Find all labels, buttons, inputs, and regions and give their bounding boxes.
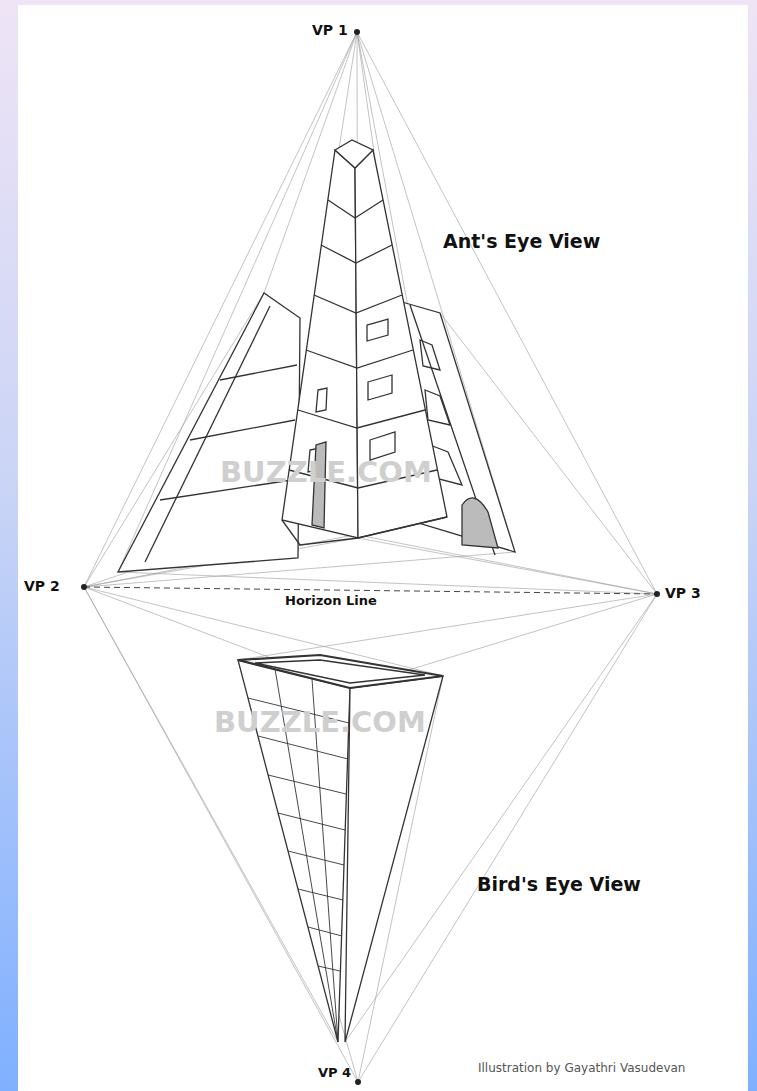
vanishing-point-label: VP 2 [24,578,60,594]
vanishing-point-label: VP 1 [312,22,348,38]
credit-text: Illustration by Gayathri Vasudevan [478,1062,685,1076]
horizon-label: Horizon Line [282,594,380,609]
ants-eye-building [118,140,515,572]
horizon-line [84,587,657,594]
vanishing-point-label: VP 3 [665,585,701,601]
construction-lines [84,32,657,1082]
view-title: Ant's Eye View [443,231,600,253]
watermark: BUZZLE.COM [214,706,426,739]
view-title: Bird's Eye View [477,874,641,896]
white-panel [18,5,748,1091]
watermark: BUZZLE.COM [220,456,432,489]
vanishing-point-label: VP 4 [318,1066,351,1081]
vanishing-points [81,29,660,1085]
